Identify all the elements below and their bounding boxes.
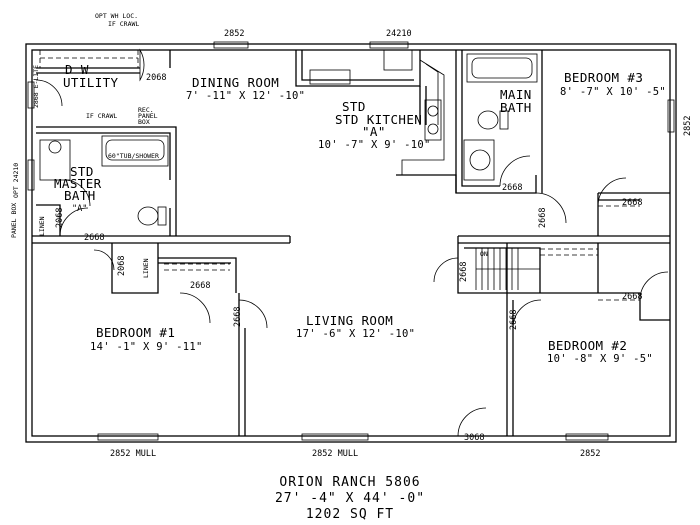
note-stair-on: ON <box>480 250 488 258</box>
window-labels: 2852 24210 2852 2852 MULL 2852 MULL 2852 <box>110 29 693 459</box>
title-block: ORION RANCH 5806 27' -4" X 44' -0" 1202 … <box>275 475 425 522</box>
door-label-master-linen: 2068 <box>55 208 65 228</box>
door-label-bath-main: 2668 <box>502 183 522 193</box>
window-top-kitchen <box>369 41 409 49</box>
door-label-utility: 2068 <box>146 73 166 83</box>
note-panel: PANEL <box>138 112 158 120</box>
plan-size: 27' -4" X 44' -0" <box>275 491 425 506</box>
room-bed1-name: BEDROOM #1 <box>96 325 175 340</box>
note-if-crawl: IF CRAWL <box>108 20 139 28</box>
room-bed1-dims: 14' -1" X 9' -11" <box>90 341 203 353</box>
win-label-bottom-right: 2852 <box>580 449 600 459</box>
door-labels: 2068 2668 2668 2668 2668 2068 2068 2668 … <box>55 73 642 443</box>
window-top-dining <box>213 41 249 49</box>
dw-label: D W <box>65 62 89 77</box>
note-rec: REC. <box>138 106 154 114</box>
room-living-name: LIVING ROOM <box>306 313 393 328</box>
door-label-stair: 2668 <box>459 262 469 282</box>
win-label-bottom-mid: 2852 MULL <box>312 449 358 459</box>
door-swings <box>35 48 669 437</box>
room-bed3-dims: 8' -7" X 10' -5" <box>560 86 666 98</box>
room-kitchen-dims: 10' -7" X 9' -10" <box>318 139 431 151</box>
note-linen-master: LINEN <box>38 216 46 236</box>
window-left-master <box>27 159 35 191</box>
room-masterbath-bath: BATH <box>64 188 96 203</box>
window-bottom-left <box>97 433 159 441</box>
window-right-bed3 <box>667 99 675 133</box>
room-masterbath-std: STD <box>70 164 94 179</box>
win-label-top-dining: 2852 <box>224 29 244 39</box>
interior-walls <box>32 50 670 436</box>
win-label-top-kitchen: 24210 <box>386 29 412 39</box>
room-bed2-name: BEDROOM #2 <box>548 338 627 353</box>
door-label-front: 3068 <box>464 433 484 443</box>
room-dining-name: DINING ROOM <box>192 75 279 90</box>
room-masterbath-sub: "A" <box>72 204 87 214</box>
window-bottom-mid <box>301 433 369 441</box>
door-label-master-bath: 2668 <box>84 233 104 243</box>
room-utility-name: UTILITY <box>63 75 119 90</box>
note-if-crawl-2: IF CRAWL <box>86 112 117 120</box>
note-opt-wh: OPT WH LOC. <box>95 12 138 20</box>
note-elite: 2868 E-LITE <box>32 65 40 108</box>
plan-title: ORION RANCH 5806 <box>279 475 420 490</box>
note-tub-shower: 60"TUB/SHOWER <box>108 152 159 160</box>
door-label-bed2-closet: 2668 <box>622 292 642 302</box>
window-bottom-right <box>565 433 609 441</box>
door-label-bed2: 2668 <box>509 310 519 330</box>
win-label-right-bed3: 2852 <box>683 116 693 136</box>
room-kitchen-sub: "A" <box>362 124 386 139</box>
fixtures <box>39 49 640 301</box>
door-label-bed1-closet: 2668 <box>233 307 243 327</box>
notes: OPT WH LOC. IF CRAWL IF CRAWL REC. PANEL… <box>10 12 488 278</box>
room-kitchen-std: STD <box>342 99 366 114</box>
door-label-linen-2068: 2068 <box>117 256 127 276</box>
room-bed2-dims: 10' -8" X 9' -5" <box>547 353 653 365</box>
windows <box>27 41 675 441</box>
note-panel-box: PANEL BOX <box>10 203 18 238</box>
room-bed3-name: BEDROOM #3 <box>564 70 643 85</box>
door-label-bed1: 2668 <box>190 281 210 291</box>
room-dining-dims: 7' -11" X 12' -10" <box>186 90 305 102</box>
win-label-bottom-left: 2852 MULL <box>110 449 156 459</box>
door-label-bed3-closet: 2668 <box>622 198 642 208</box>
plan-area: 1202 SQ FT <box>306 507 394 522</box>
note-opt-window: OPT 24210 <box>12 163 20 198</box>
window-left-elite <box>27 81 35 109</box>
room-labels: D W UTILITY DINING ROOM 7' -11" X 12' -1… <box>54 62 666 365</box>
room-masterbath-master: MASTER <box>54 176 102 191</box>
room-kitchen-name: STD KITCHEN <box>335 112 422 127</box>
room-mainbath-main: MAIN <box>500 87 532 102</box>
door-label-bath-side: 2668 <box>538 208 548 228</box>
note-box: BOX <box>138 118 150 126</box>
room-living-dims: 17' -6" X 12' -10" <box>296 328 415 340</box>
room-mainbath-bath: BATH <box>500 100 532 115</box>
note-linen-hall: LINEN <box>142 258 150 278</box>
